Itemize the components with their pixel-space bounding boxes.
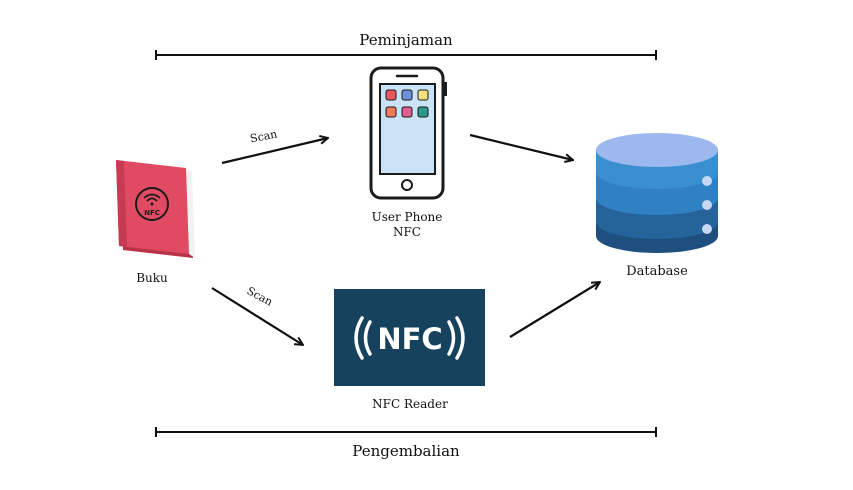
top-bar-label: Peminjaman [359, 31, 453, 49]
book-label: Buku [136, 271, 168, 285]
bottom-timeline-bar [155, 427, 657, 437]
smartphone-icon [369, 66, 447, 200]
reader-label: NFC Reader [372, 397, 448, 411]
arrow-book-to-phone [221, 138, 328, 165]
database-label: Database [626, 264, 688, 279]
phone-label: User Phone NFC [357, 210, 457, 240]
nfc-reader-icon: NFC [334, 289, 485, 386]
database-icon [596, 133, 718, 253]
arrow-reader-to-database [509, 282, 600, 338]
phone-label-line1: User Phone [371, 210, 443, 224]
phone-label-line2: NFC [392, 225, 421, 239]
top-timeline-bar [155, 50, 657, 60]
bottom-bar-label: Pengembalian [352, 442, 460, 460]
reader-nfc-logo-text: NFC [377, 322, 442, 356]
arrow-book-to-reader [211, 287, 303, 345]
arrow-phone-to-database [469, 133, 573, 160]
book-nfc-badge: NFC [144, 209, 160, 217]
nfc-book-icon: NFC [116, 160, 195, 258]
